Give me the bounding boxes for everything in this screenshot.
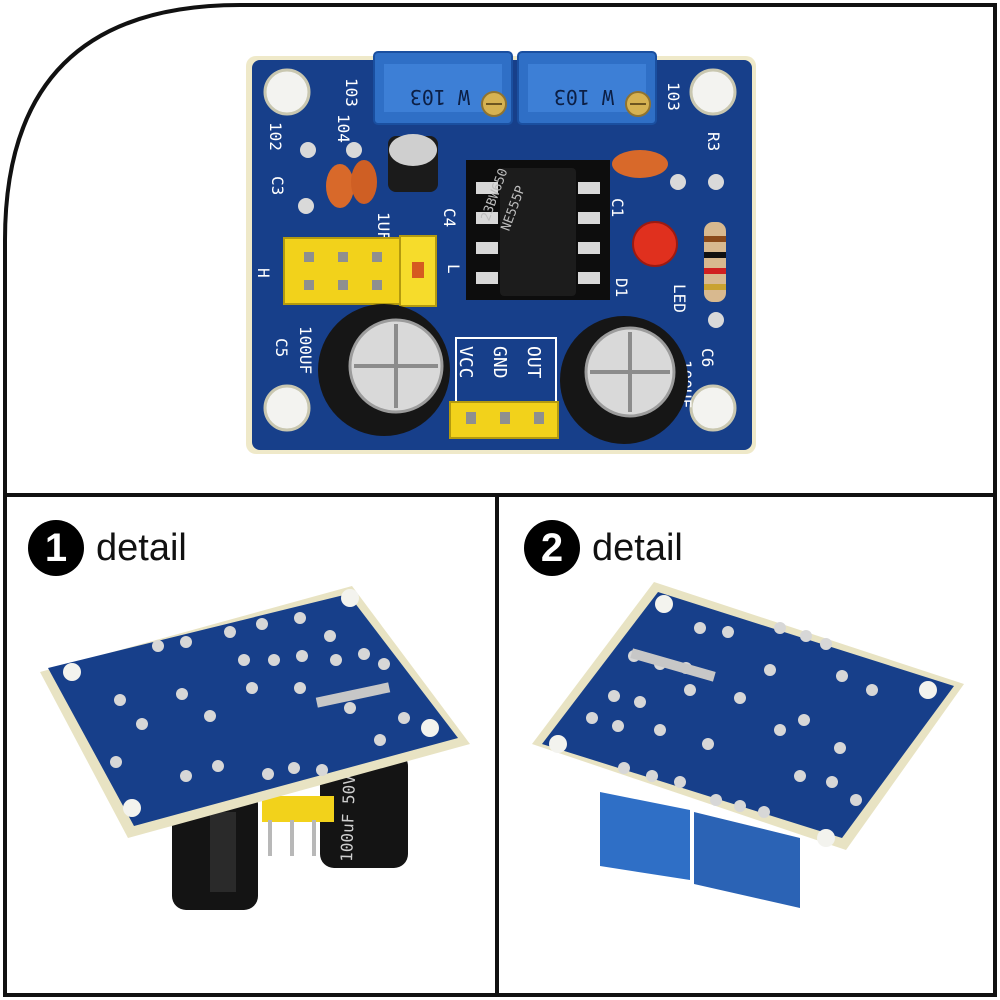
top-panel-frame	[3, 3, 997, 497]
electrolytic-capacitor-c5	[318, 304, 450, 436]
output-pin-header	[449, 401, 559, 439]
pcb-underside-view-1: 100uF 50V	[40, 586, 470, 910]
bottom-right-panel-frame	[495, 493, 997, 997]
electrolytic-capacitor-small	[388, 134, 438, 192]
red-led	[632, 221, 678, 267]
silk-c3: C3	[268, 176, 287, 195]
silk-h: H	[254, 268, 273, 278]
ceramic-capacitor	[351, 160, 377, 204]
jumper-header	[283, 235, 437, 307]
silk-c5-value: 100UF	[296, 326, 315, 374]
detail-caption-2: 2 detail	[524, 520, 683, 576]
silk-r3: R3	[704, 132, 723, 151]
potentiometer-left	[373, 51, 513, 125]
silk-out: OUT	[523, 346, 544, 379]
mount-hole	[263, 384, 311, 432]
potentiometer-right	[517, 51, 657, 125]
capacitor-barrel	[172, 790, 258, 910]
silk-led: LED	[670, 284, 689, 313]
pin-header-below	[262, 796, 334, 856]
pot-left-label: W 103	[410, 85, 470, 109]
pcb-underside-view-2	[532, 582, 964, 908]
silk-102: 102	[266, 122, 285, 151]
capacitor-barrel: 100uF 50V	[320, 752, 408, 868]
mount-hole	[263, 68, 311, 116]
ne555-chip	[466, 160, 610, 300]
mount-hole	[689, 68, 737, 116]
solder-joints	[110, 612, 410, 782]
caption-text-2: detail	[592, 526, 683, 569]
silk-d1: D1	[612, 278, 631, 297]
caption-text-1: detail	[96, 526, 187, 569]
silk-c5: C5	[272, 338, 291, 357]
silk-gnd: GND	[489, 346, 510, 379]
pot-right-label: W 103	[554, 85, 614, 109]
silk-c4: C4	[440, 208, 459, 227]
silk-l: L	[444, 264, 463, 274]
silk-104: 104	[334, 114, 353, 143]
silk-vcc: VCC	[455, 346, 476, 379]
pcb-top-view: W 103 W 103 103 103 104 102 C3 C4 1UF C1…	[246, 51, 756, 454]
number-badge-1: 1	[28, 520, 84, 576]
mount-hole	[689, 384, 737, 432]
ceramic-capacitor	[612, 150, 668, 178]
number-badge-2: 2	[524, 520, 580, 576]
detail-caption-1: 1 detail	[28, 520, 187, 576]
solder-joints	[586, 622, 878, 818]
silk-1uf: 1UF	[374, 212, 393, 241]
potentiometer-below	[600, 792, 800, 908]
capacitor-marking: 100uF 50V	[337, 774, 359, 862]
silk-103-left: 103	[342, 78, 361, 107]
silk-c1: C1	[608, 198, 627, 217]
silk-c6: C6	[698, 348, 717, 367]
ceramic-capacitor	[326, 164, 354, 208]
silk-103-right: 103	[664, 82, 683, 111]
electrolytic-capacitor-c6	[560, 316, 688, 444]
